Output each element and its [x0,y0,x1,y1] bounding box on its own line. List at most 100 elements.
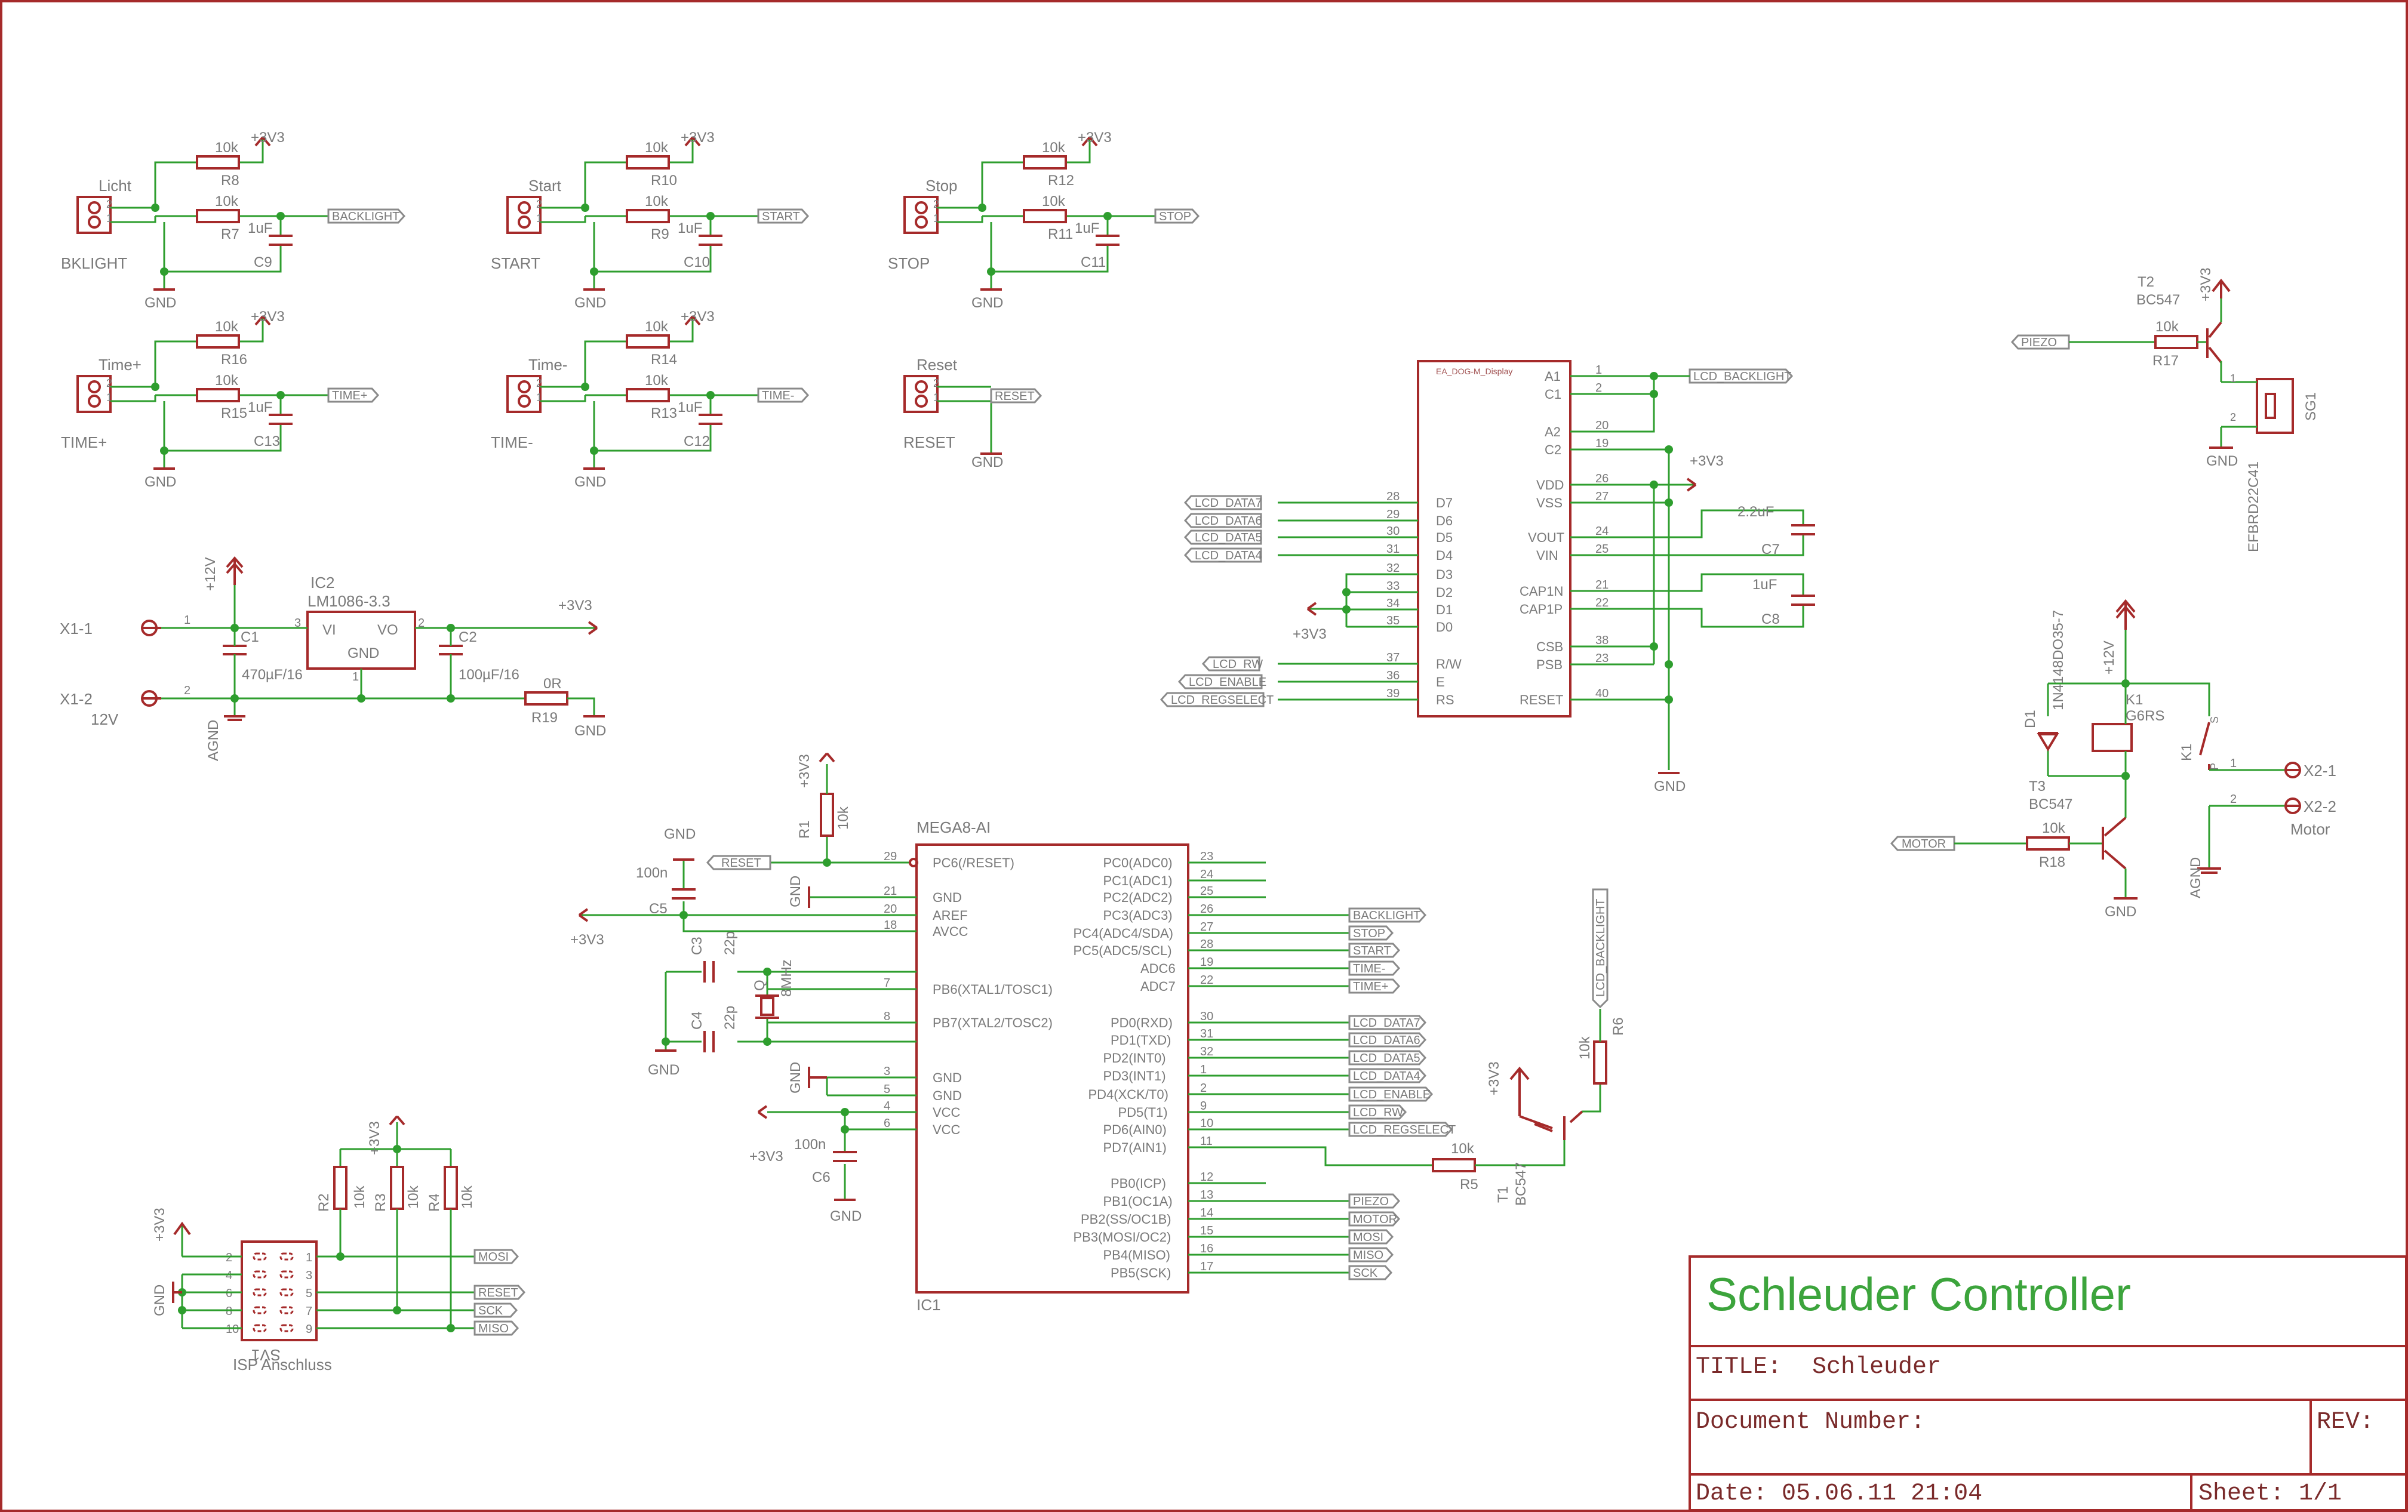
lcd-pin-number: 28 [1386,490,1400,503]
resistor-r7[interactable] [196,209,240,223]
mcu-pin-number: 27 [1200,920,1213,934]
supply-label: +3V3 [681,130,715,146]
resistor-r16[interactable] [196,334,240,349]
isp-net-tag: RESET [473,1285,526,1300]
isp-pin-number: 5 [306,1287,312,1300]
capacitor-c9[interactable] [269,235,293,246]
junction [276,212,285,220]
pin-number: 1 [106,213,112,224]
resistor-r5[interactable] [1432,1158,1476,1172]
relay-k1-coil[interactable] [2092,723,2133,752]
buzzer-sg1[interactable] [2256,378,2294,434]
switch-connector[interactable] [506,196,542,234]
pin-number: 2 [2230,411,2236,423]
resistor-r2[interactable] [333,1166,347,1210]
capacitor-c12[interactable] [699,414,722,425]
mcu-pin-name: PB6(XTAL1/TOSC1) [933,982,1053,997]
r1-ref: R14 [651,352,677,368]
mcu-pin-name: PC2(ADC2) [1103,890,1173,905]
capacitor-c13[interactable] [269,414,293,425]
capacitor-c11[interactable] [1096,235,1120,246]
mcu-net-tag-box [1348,1050,1427,1066]
cap-value: 1uF [678,399,702,415]
resistor-r18[interactable] [2026,836,2070,851]
crystal-q[interactable] [760,997,774,1016]
switch-name: Start [528,177,562,195]
mcu-pin-number: 10 [1200,1117,1213,1130]
resistor-r4[interactable] [444,1166,458,1210]
switch-connector[interactable] [76,196,112,234]
reset-name: Reset [917,356,958,374]
resistor-r8[interactable] [196,155,240,170]
wire [540,340,627,388]
resistor-r17[interactable] [2154,335,2198,349]
pin-number: 2 [106,377,112,389]
capacitor-c10[interactable] [699,235,722,246]
wire [669,316,694,343]
mcu-pin-name: VCC [933,1122,961,1137]
supply-label: +3V3 [251,309,285,325]
c4-ref: C4 [689,1011,705,1030]
isp-net-tag: MOSI [473,1249,519,1264]
resistor-r10[interactable] [626,155,670,170]
resistor-r6[interactable] [1593,1040,1607,1085]
resistor-r11[interactable] [1023,209,1067,223]
switch-connector[interactable] [903,196,939,234]
resistor-r9[interactable] [626,209,670,223]
mcu-pin-number: 11 [1200,1135,1213,1148]
mcu-pin-name: PC4(ADC4/SDA) [1074,926,1173,941]
x2-2-label: X2-2 [2304,797,2336,815]
piezo-driver: PIEZO 10k R17 +3V3 T2 BC547 1 2 GND SG1 … [2010,267,2319,552]
mcu-pin-number: 12 [1200,1171,1213,1184]
lcd-pin-number: 25 [1595,543,1609,556]
net-tag-text: TIME- [762,389,794,402]
sg1-ref: SG1 [2303,392,2319,421]
resistor-r1[interactable] [820,793,834,837]
isp-pin-pad [279,1252,294,1261]
net-tag-box [990,388,1042,404]
mcu-net-tag-box [1348,1211,1401,1227]
isp-gnd: GND [152,1285,168,1316]
junction [160,446,168,455]
isp-net-tag-box [473,1302,518,1318]
ic2-ref: IC2 [310,574,334,592]
junction [1103,212,1112,220]
mcu-net-tag: MOSI [1348,1229,1394,1245]
switch-connector[interactable] [76,375,112,413]
aref-plus3v3: +3V3 [570,932,604,948]
resistor-r14[interactable] [626,334,670,349]
net-tag-box [327,208,406,224]
lcd-module[interactable] [1417,360,1571,717]
r2-ref: R2 [316,1193,332,1212]
mcu-net-tag: LCD_REGSELECT [1348,1122,1456,1137]
isp-connector[interactable] [241,1240,318,1341]
resistor-r13[interactable] [626,388,670,402]
wire [110,161,197,209]
mcu-pin-number: 26 [1200,903,1213,916]
junction [706,391,715,399]
switch-connector[interactable] [903,375,939,413]
mcu-pin-name: GND [933,1088,962,1103]
resistor-r15[interactable] [196,388,240,402]
net-tag-text: RESET [995,390,1035,403]
wire [110,216,156,223]
junction [590,267,598,276]
lcd-net-tag-box [1160,692,1265,707]
junction [151,383,159,391]
resistor-r12[interactable] [1023,155,1067,170]
net-tag: BACKLIGHT [327,208,406,224]
mcu-pin-name: PB5(SCK) [1111,1265,1171,1280]
wire [540,216,586,223]
reset-net-text: RESET [721,857,761,870]
resistor-r3[interactable] [390,1166,404,1210]
d1-value: 1N4148DO35-7 [2050,610,2066,710]
pin-circle [915,395,928,408]
mcu-pin-number: 14 [1200,1206,1213,1220]
mcu-chip[interactable] [915,843,1189,1294]
mcu-pin-number: 15 [1200,1224,1213,1237]
switch-connector[interactable] [506,375,542,413]
resistor-r19[interactable] [524,691,568,706]
t2-ref: T2 [2138,274,2154,290]
mcu-pin-name: AREF [933,908,968,923]
